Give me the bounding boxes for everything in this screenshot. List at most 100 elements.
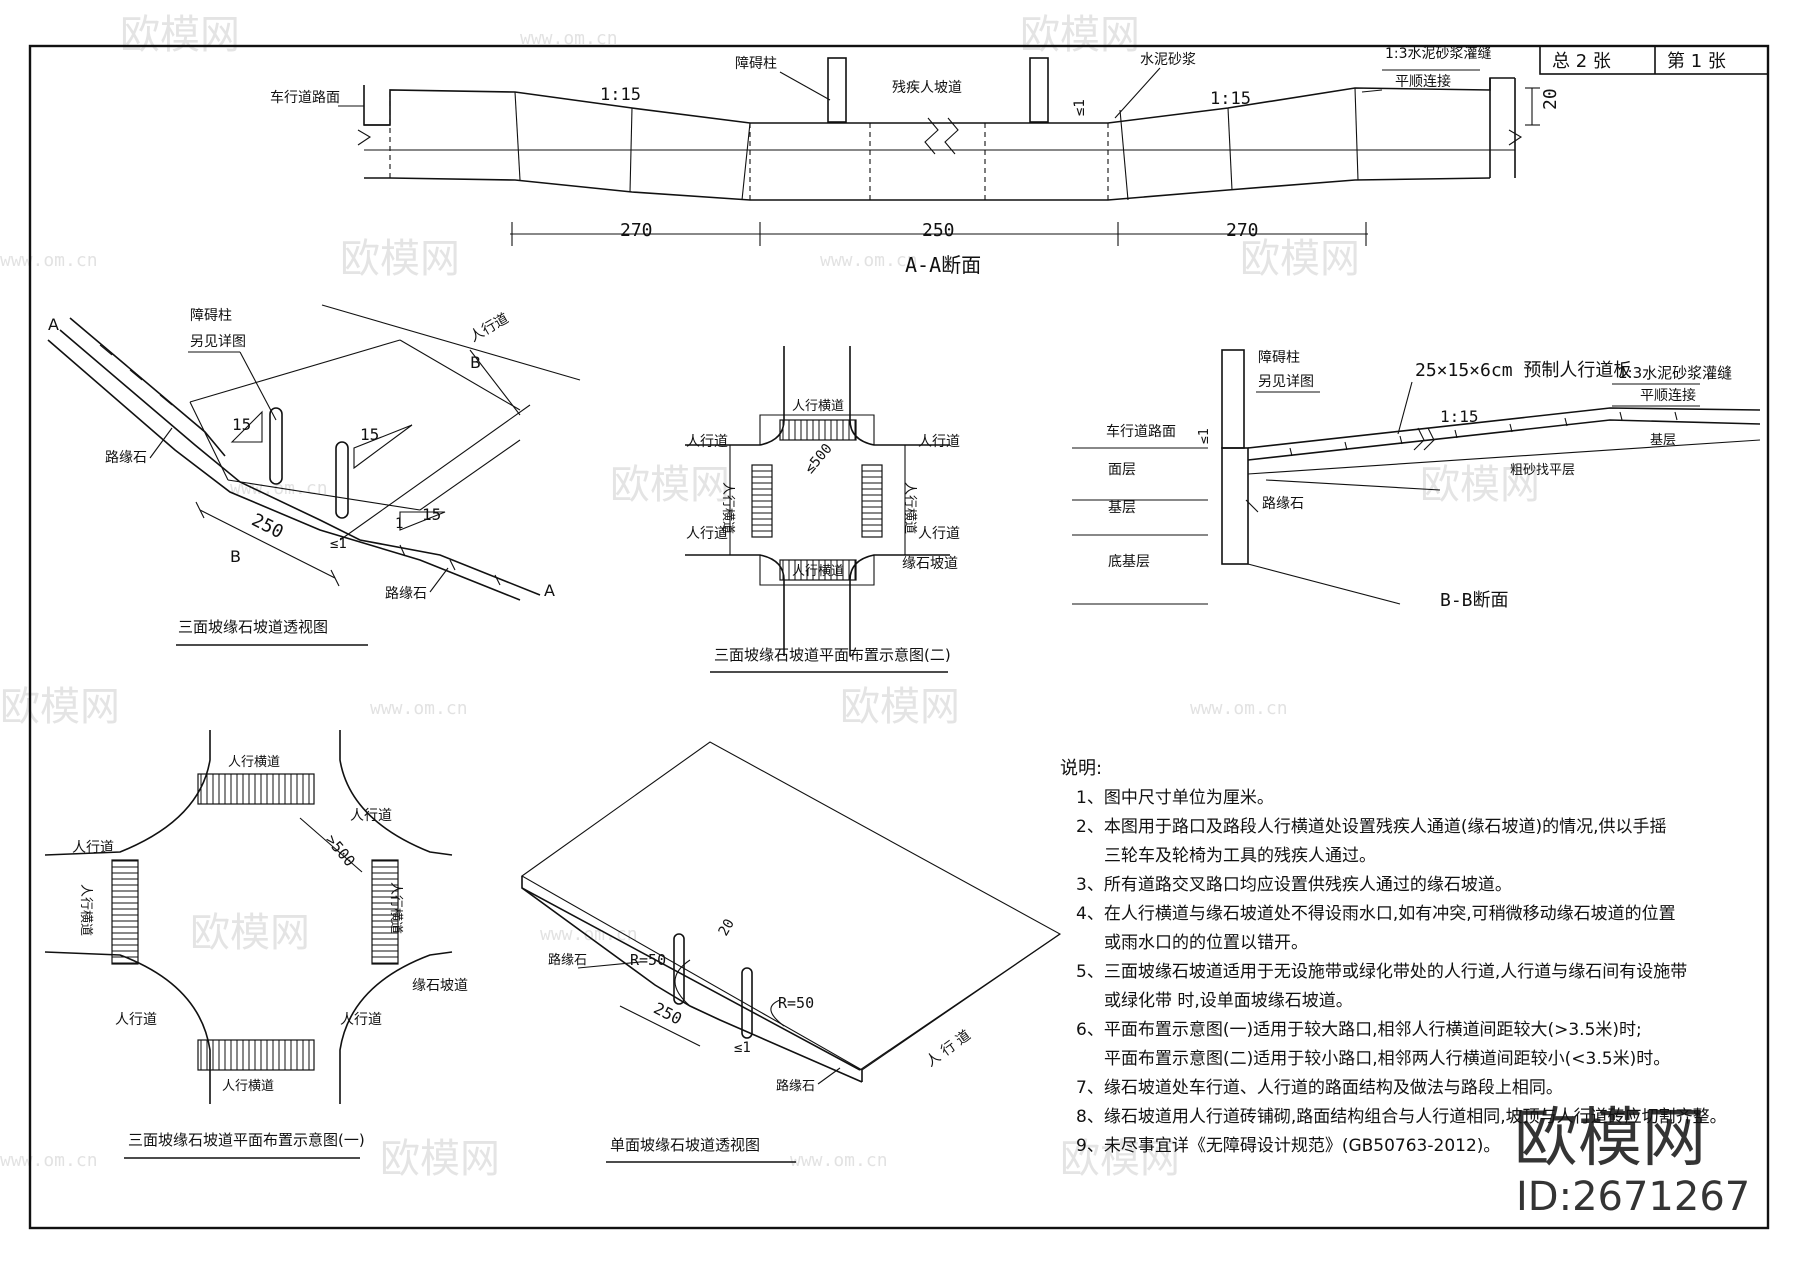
dim-20: 20 [1540, 88, 1561, 110]
label-smooth: 平顺连接 [1395, 73, 1451, 90]
watermark-url: www.om.cn [1190, 698, 1288, 719]
label-sidewalk-one-tl: 人行道 [72, 840, 114, 856]
label-sidewalk-one-bl: 人行道 [115, 1012, 157, 1028]
slope-left: 1:15 [600, 85, 641, 105]
label-ramp: 残疾人坡道 [892, 80, 962, 96]
label-curb-three-2: 路缘石 [385, 586, 427, 602]
plan-two: 人行横道 人行横道 人行横道 人行横道 人行道 人行道 人行道 人行道 缘石坡道… [685, 346, 960, 673]
section-mark-b1: B [230, 547, 241, 566]
watermark-url: www.om.cn [0, 1150, 98, 1171]
watermark-id: ID:2671267 [1516, 1174, 1750, 1220]
label-sidewalk-one-tr: 人行道 [350, 808, 392, 824]
watermark-url: www.om.cn [820, 250, 918, 271]
label-sidewalk-tl: 人行道 [686, 434, 728, 450]
watermark-brand: 欧模网 [120, 12, 240, 58]
label-r50-1: R=50 [630, 951, 666, 969]
label-crossing-left: 人行横道 [720, 482, 735, 534]
note-6-cont: 平面布置示意图(二)适用于较小路口,相邻两人行横道间距较小(<3.5米)时。 [1104, 1049, 1670, 1069]
label-post-bb: 障碍柱 [1258, 350, 1300, 366]
crossing-right [861, 464, 883, 538]
section-mark-a2: A [544, 581, 555, 600]
watermark-brand: 欧模网 [340, 236, 460, 282]
watermark-brand: 欧模网 [1020, 12, 1140, 58]
note-2: 2、本图用于路口及路段人行横道处设置残疾人通道(缘石坡道)的情况,供以手摇 [1076, 817, 1666, 837]
label-road-surface-bb: 车行道路面 [1106, 423, 1176, 440]
watermark-url: www.om.cn [520, 28, 618, 49]
slope-right: 1:15 [1210, 89, 1251, 109]
section-aa: 20 270 250 270 车行道路面 障碍柱 残疾人坡道 水泥砂浆 1:3水… [270, 46, 1561, 277]
label-joint: 1:3水泥砂浆灌缝 [1385, 46, 1492, 62]
watermark-brand: 欧模网 [0, 684, 120, 730]
dim-250-three: 250 [248, 510, 287, 543]
caption-bb: B-B断面 [1440, 590, 1509, 611]
crossing-bottom-one [197, 1039, 315, 1071]
watermark-brand: 欧模网 [610, 462, 730, 508]
label-curb-ramp-one: 缘石坡道 [412, 978, 468, 994]
caption-three-persp: 三面坡缘石坡道透视图 [178, 618, 328, 636]
slope-15-c: 15 [422, 505, 441, 524]
notes: 说明: 1、图中尺寸单位为厘米。 2、本图用于路口及路段人行横道处设置残疾人通道… [1060, 758, 1727, 1156]
perspective-single: 250 20 ≤1 路缘石 R=50 R=50 路缘石 人 行 道 单面坡缘石坡… [520, 741, 1062, 1163]
caption-aa: A-A断面 [905, 253, 981, 277]
watermark-brand: 欧模网 [1240, 236, 1360, 282]
caption-plan-two: 三面坡缘石坡道平面布置示意图(二) [714, 646, 951, 664]
note-9: 9、未尽事宜详《无障碍设计规范》(GB50763-2012)。 [1076, 1136, 1500, 1156]
note-1: 1、图中尺寸单位为厘米。 [1076, 788, 1274, 808]
label-smooth-bb: 平顺连接 [1640, 387, 1696, 404]
caption-plan-one: 三面坡缘石坡道平面布置示意图(一) [128, 1131, 365, 1149]
label-curb-single-1: 路缘石 [548, 952, 587, 968]
label-surface: 面层 [1108, 462, 1136, 478]
label-crossing-top: 人行横道 [792, 399, 844, 414]
crossing-top-one [197, 773, 315, 805]
section-mark-a1: A [48, 315, 59, 334]
caption-single: 单面坡缘石坡道透视图 [610, 1136, 760, 1154]
watermark-url: www.om.cn [790, 1150, 888, 1171]
label-curb-three-1: 路缘石 [105, 450, 147, 466]
slope-15-a: 15 [232, 415, 251, 434]
slope-15-b: 15 [360, 425, 379, 444]
sheet-total: 总 2 张 [1552, 51, 1611, 72]
notes-heading: 说明: [1060, 758, 1102, 779]
label-see-detail-three: 另见详图 [190, 334, 246, 350]
label-see-detail-bb: 另见详图 [1258, 374, 1314, 390]
label-base: 基层 [1108, 499, 1136, 516]
section-mark-b2: B [470, 353, 481, 372]
label-sidewalk-one-br: 人行道 [340, 1012, 382, 1028]
label-curb-bb: 路缘石 [1262, 496, 1304, 512]
section-bb: 障碍柱 另见详图 25×15×6cm 预制人行道板 1:3水泥砂浆灌缝 平顺连接… [1072, 349, 1761, 611]
gap-two: ≤500 [802, 441, 836, 477]
crossing-left [751, 464, 773, 538]
title-block: 总 2 张 第 1 张 [1539, 45, 1769, 75]
watermark-brand: 欧模网 [1060, 1136, 1180, 1182]
label-crossing-bottom-one: 人行横道 [222, 1079, 274, 1094]
watermark-url: www.om.cn [540, 924, 638, 945]
watermark-brand: 欧模网 [840, 684, 960, 730]
note-8: 8、缘石坡道用人行道砖铺砌,路面结构组合与人行道相同,坡顶与人行道砖应切割齐整。 [1076, 1107, 1727, 1127]
label-crossing-right: 人行横道 [902, 482, 917, 534]
note-2-cont: 三轮车及轮椅为工具的残疾人通过。 [1104, 846, 1376, 866]
label-subbase: 底基层 [1108, 553, 1150, 570]
label-road-surface: 车行道路面 [270, 89, 340, 106]
note-3: 3、所有道路交叉路口均应设置供残疾人通过的缘石坡道。 [1076, 875, 1512, 895]
crossing-left-one [111, 859, 139, 965]
watermark-layer: 欧模网 欧模网 www.om.cn 欧模网 欧模网 www.om.cn www.… [0, 12, 1540, 1182]
le1-single: ≤1 [734, 1040, 751, 1056]
plan-one: 人行横道 人行横道 人行横道 人行横道 人行道 人行道 人行道 人行道 缘石坡道… [44, 730, 468, 1159]
label-sand: 粗砂找平层 [1510, 463, 1575, 478]
drawing-frame [28, 44, 1770, 1230]
label-sidewalk-br: 人行道 [918, 526, 960, 542]
watermark-brand: 欧模网 [1420, 462, 1540, 508]
label-curb-single-2: 路缘石 [776, 1078, 815, 1094]
label-post-three: 障碍柱 [190, 308, 232, 324]
label-crossing-bottom: 人行横道 [792, 564, 844, 579]
watermark-url: www.om.cn [230, 478, 328, 499]
dim-270-right: 270 [1226, 220, 1259, 241]
crossing-right-one [371, 859, 399, 965]
label-sidewalk-tr: 人行道 [918, 434, 960, 450]
label-crossing-left-one: 人行横道 [78, 884, 93, 936]
label-r50-2: R=50 [778, 994, 814, 1012]
label-crossing-right-one: 人行横道 [388, 882, 403, 934]
label-crossing-top-one: 人行横道 [228, 755, 280, 770]
watermark-url: www.om.cn [370, 698, 468, 719]
